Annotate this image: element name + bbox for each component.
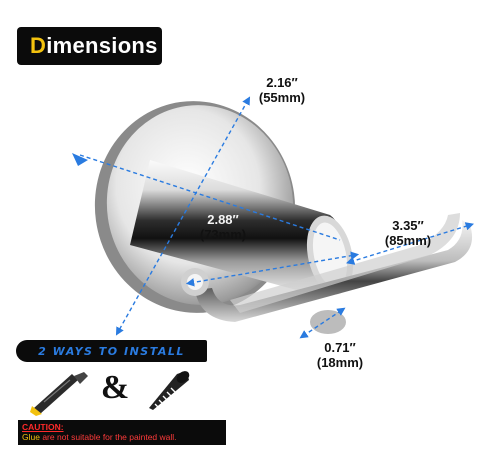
dim-base-label: 2.16″ (55mm) [250,75,314,105]
caution-glue: Glue [22,432,40,442]
dim-length-mm: (73mm) [199,227,247,242]
ampersand: & [100,369,130,406]
title-rest: imensions [46,33,158,58]
dim-length-label: 2.88″ (73mm) [193,212,253,242]
caution-heading: CAUTION: [22,422,64,432]
measure-lines [79,96,475,339]
dim-length-inch: 2.88″ [207,212,239,227]
caution-text: are not suitable for the painted wall. [39,432,177,442]
dim-base-mm: (55mm) [258,90,306,105]
dim-base-inch: 2.16″ [266,75,298,90]
title-first-letter: D [30,33,47,58]
dim-hook-mm: (85mm) [384,233,432,248]
dim-tip-inch: 0.71″ [324,340,356,355]
measure-arrowhead [72,153,88,166]
screw-icon [149,371,190,410]
dim-hook-label: 3.35″ (85mm) [378,218,438,248]
install-methods-banner: 2 WAYS TO INSTALL [16,340,207,362]
glue-tube-icon [30,372,88,416]
dim-tip-label: 0.71″ (18mm) [310,340,370,370]
caution-notice: CAUTION: Glue are not suitable for the p… [18,420,226,445]
dim-tip-mm: (18mm) [316,355,364,370]
dim-hook-inch: 3.35″ [392,218,424,233]
